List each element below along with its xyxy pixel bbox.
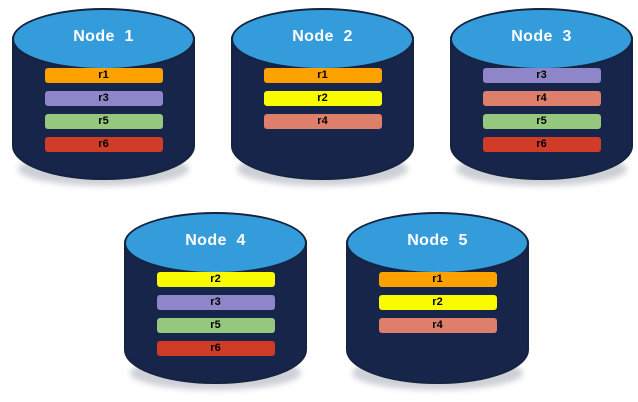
replica-r6[interactable]: r6 [482,137,601,152]
replica-r4[interactable]: r4 [263,114,382,129]
replica-r2[interactable]: r2 [263,91,382,106]
replica-r1[interactable]: r1 [263,68,382,83]
replica-r2[interactable]: r2 [156,272,275,287]
replica-r4[interactable]: r4 [482,91,601,106]
replica-list: r3 r4 r5 r6 [450,68,633,152]
replica-list: r2 r3 r5 r6 [124,272,307,356]
replica-list: r1 r2 r4 [231,68,414,129]
replica-list: r1 r3 r5 r6 [12,68,195,152]
replica-r4[interactable]: r4 [378,318,497,333]
replica-r5[interactable]: r5 [44,114,163,129]
replica-r6[interactable]: r6 [44,137,163,152]
replica-r1[interactable]: r1 [44,68,163,83]
replica-r5[interactable]: r5 [156,318,275,333]
replica-r2[interactable]: r2 [378,295,497,310]
replica-r5[interactable]: r5 [482,114,601,129]
cylinder-top-ellipse [124,212,307,274]
replica-r3[interactable]: r3 [482,68,601,83]
replica-r3[interactable]: r3 [156,295,275,310]
replica-list: r1 r2 r4 [346,272,529,333]
cylinder-top-ellipse [346,212,529,274]
replica-r3[interactable]: r3 [44,91,163,106]
cylinder-top-ellipse [231,8,414,70]
replica-r6[interactable]: r6 [156,341,275,356]
replica-r1[interactable]: r1 [378,272,497,287]
cylinder-top-ellipse [12,8,195,70]
cylinder-top-ellipse [450,8,633,70]
